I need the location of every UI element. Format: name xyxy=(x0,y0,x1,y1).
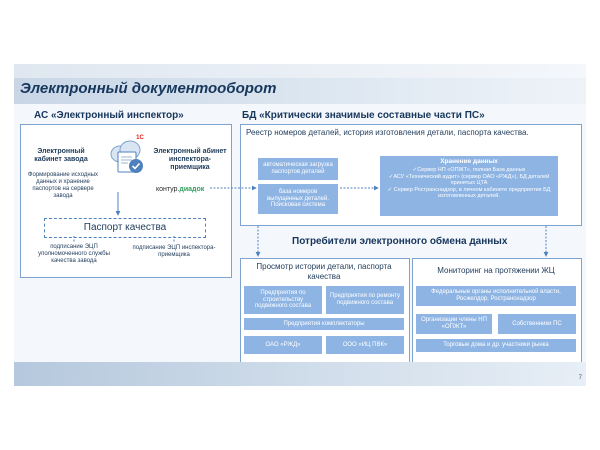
storage-item: ✓ Сервер Ространснадзор, в личном кабине… xyxy=(387,186,551,200)
inspector-cabinet-title: Электронный абинет инспектора-приемщика xyxy=(153,148,227,172)
history-title: Просмотр истории детали, паспорта качест… xyxy=(256,262,392,281)
monitor-block-traders: Торговые дома и др. участники рынка xyxy=(416,339,576,352)
kontur-diadok-logo: кoнтур.диадок xyxy=(156,186,204,193)
history-block-icpvk: ООО «ИЦ ПВК» xyxy=(326,336,404,354)
monitor-block-members: Организации члены НП «ОПЖТ» xyxy=(416,314,492,334)
bottom-band xyxy=(14,362,586,386)
slide-title: Электронный документооборот xyxy=(20,80,277,97)
monitor-block-federal: Федеральные органы исполнительной власти… xyxy=(416,286,576,306)
left-header: АС «Электронный инспектор» xyxy=(34,110,184,121)
db-numbers-block: база номеров выпущенных деталей. Поисков… xyxy=(258,184,338,214)
connector-arrows xyxy=(73,185,549,257)
auto-load-block: автоматическая загрузка паспортов детале… xyxy=(258,158,338,180)
kontur-logo-text: кoнтур. xyxy=(156,186,180,193)
history-block-rzd: ОАО «РЖД» xyxy=(244,336,322,354)
diadok-logo-text: диадок xyxy=(179,186,205,193)
title-band xyxy=(14,64,586,104)
monitor-block-owners: Собственники ПС xyxy=(498,314,576,334)
page-number: 7 xyxy=(578,375,582,381)
factory-cabinet-title: Электронный кабинет завода xyxy=(34,148,88,164)
consumers-header: Потребители электронного обмена данных xyxy=(292,236,508,247)
storage-block: Хранение данных ✓Сервер НП «ОПЖТ», полна… xyxy=(380,156,558,216)
storage-title: Хранение данных xyxy=(440,158,498,165)
logo-1c: 1С xyxy=(134,133,146,143)
cloud-check-icon xyxy=(108,136,148,176)
sign-inspector-text: подписание ЭЦП инспектора-приемщика xyxy=(132,245,216,258)
storage-item: ✓Сервер НП «ОПЖТ», полная База данных xyxy=(412,167,526,173)
quality-passport-box: Паспорт качества xyxy=(44,218,206,238)
slide: Электронный документооборот АС «Электрон… xyxy=(14,64,586,386)
history-block-repair: Предприятия по ремонту подвижного состав… xyxy=(326,286,404,314)
history-block-suppliers: Предприятия комплектаторы xyxy=(244,318,404,330)
right-header: БД «Критически значимые составные части … xyxy=(242,110,485,121)
factory-cabinet-desc: Формирование исходных данных и хранение … xyxy=(27,172,99,199)
storage-item: ✓АСУ «Технический аудит» (сервер ОАО «РЖ… xyxy=(388,173,550,187)
registry-text: Реестр номеров деталей, история изготовл… xyxy=(246,128,529,137)
history-block-builders: Предприятия по строительству подвижного … xyxy=(244,286,322,314)
monitoring-title: Мониторинг на протяжении ЖЦ xyxy=(437,266,555,275)
sign-factory-text: подписание ЭЦП уполномоченного службы ка… xyxy=(38,244,110,264)
